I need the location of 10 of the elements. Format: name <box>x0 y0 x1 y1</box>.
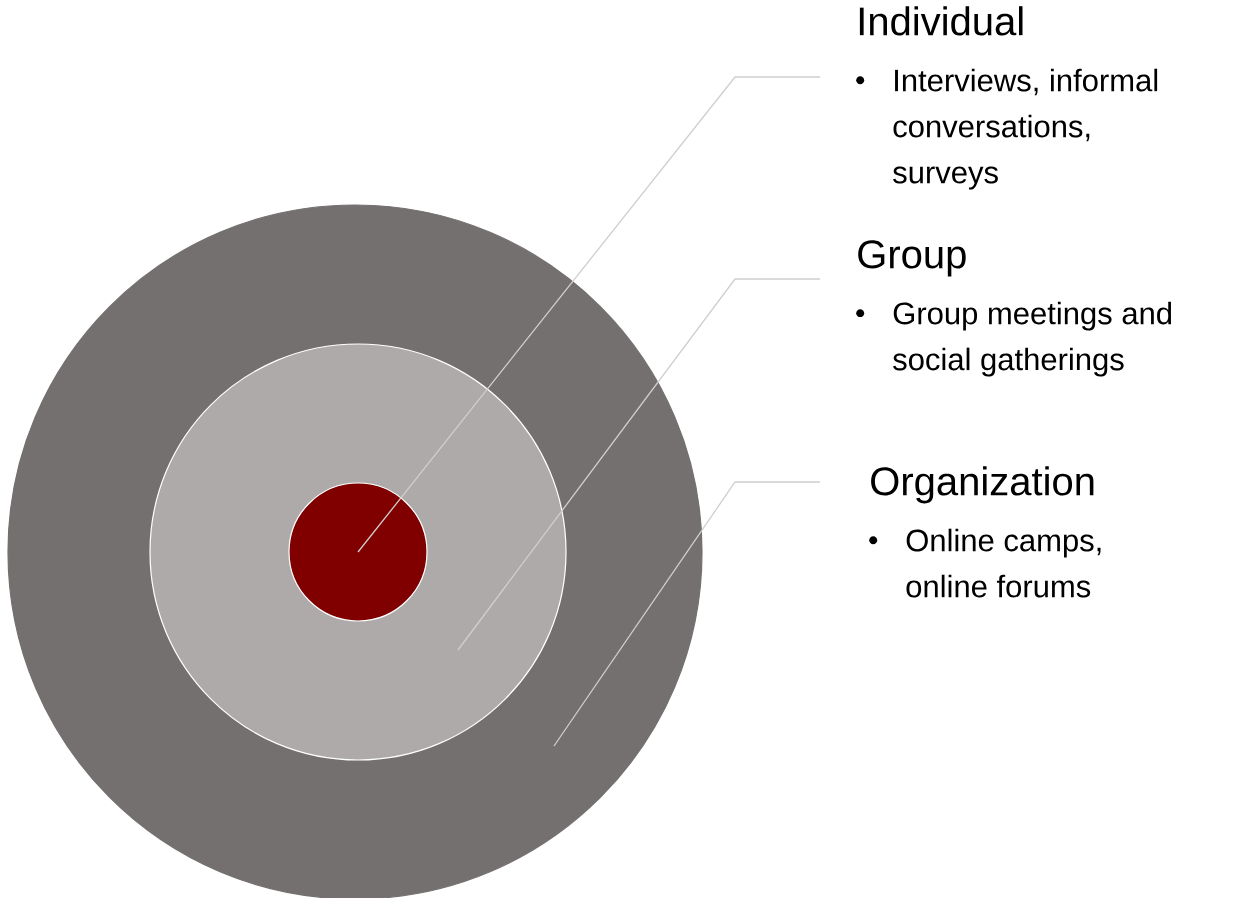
bullet-item: Interviews, informal conversations, surveys <box>856 68 1158 190</box>
ring-circle <box>288 482 428 622</box>
leader-line <box>553 481 821 747</box>
heading: Organization <box>871 466 1094 504</box>
bullet-item: Group meetings and social gatherings <box>856 301 1172 377</box>
bullet-item: Online camps, online forums <box>869 528 1101 598</box>
leader-line <box>357 76 821 553</box>
heading: Group <box>858 240 966 277</box>
leader-line <box>457 278 821 651</box>
heading: Individual <box>859 6 1023 36</box>
